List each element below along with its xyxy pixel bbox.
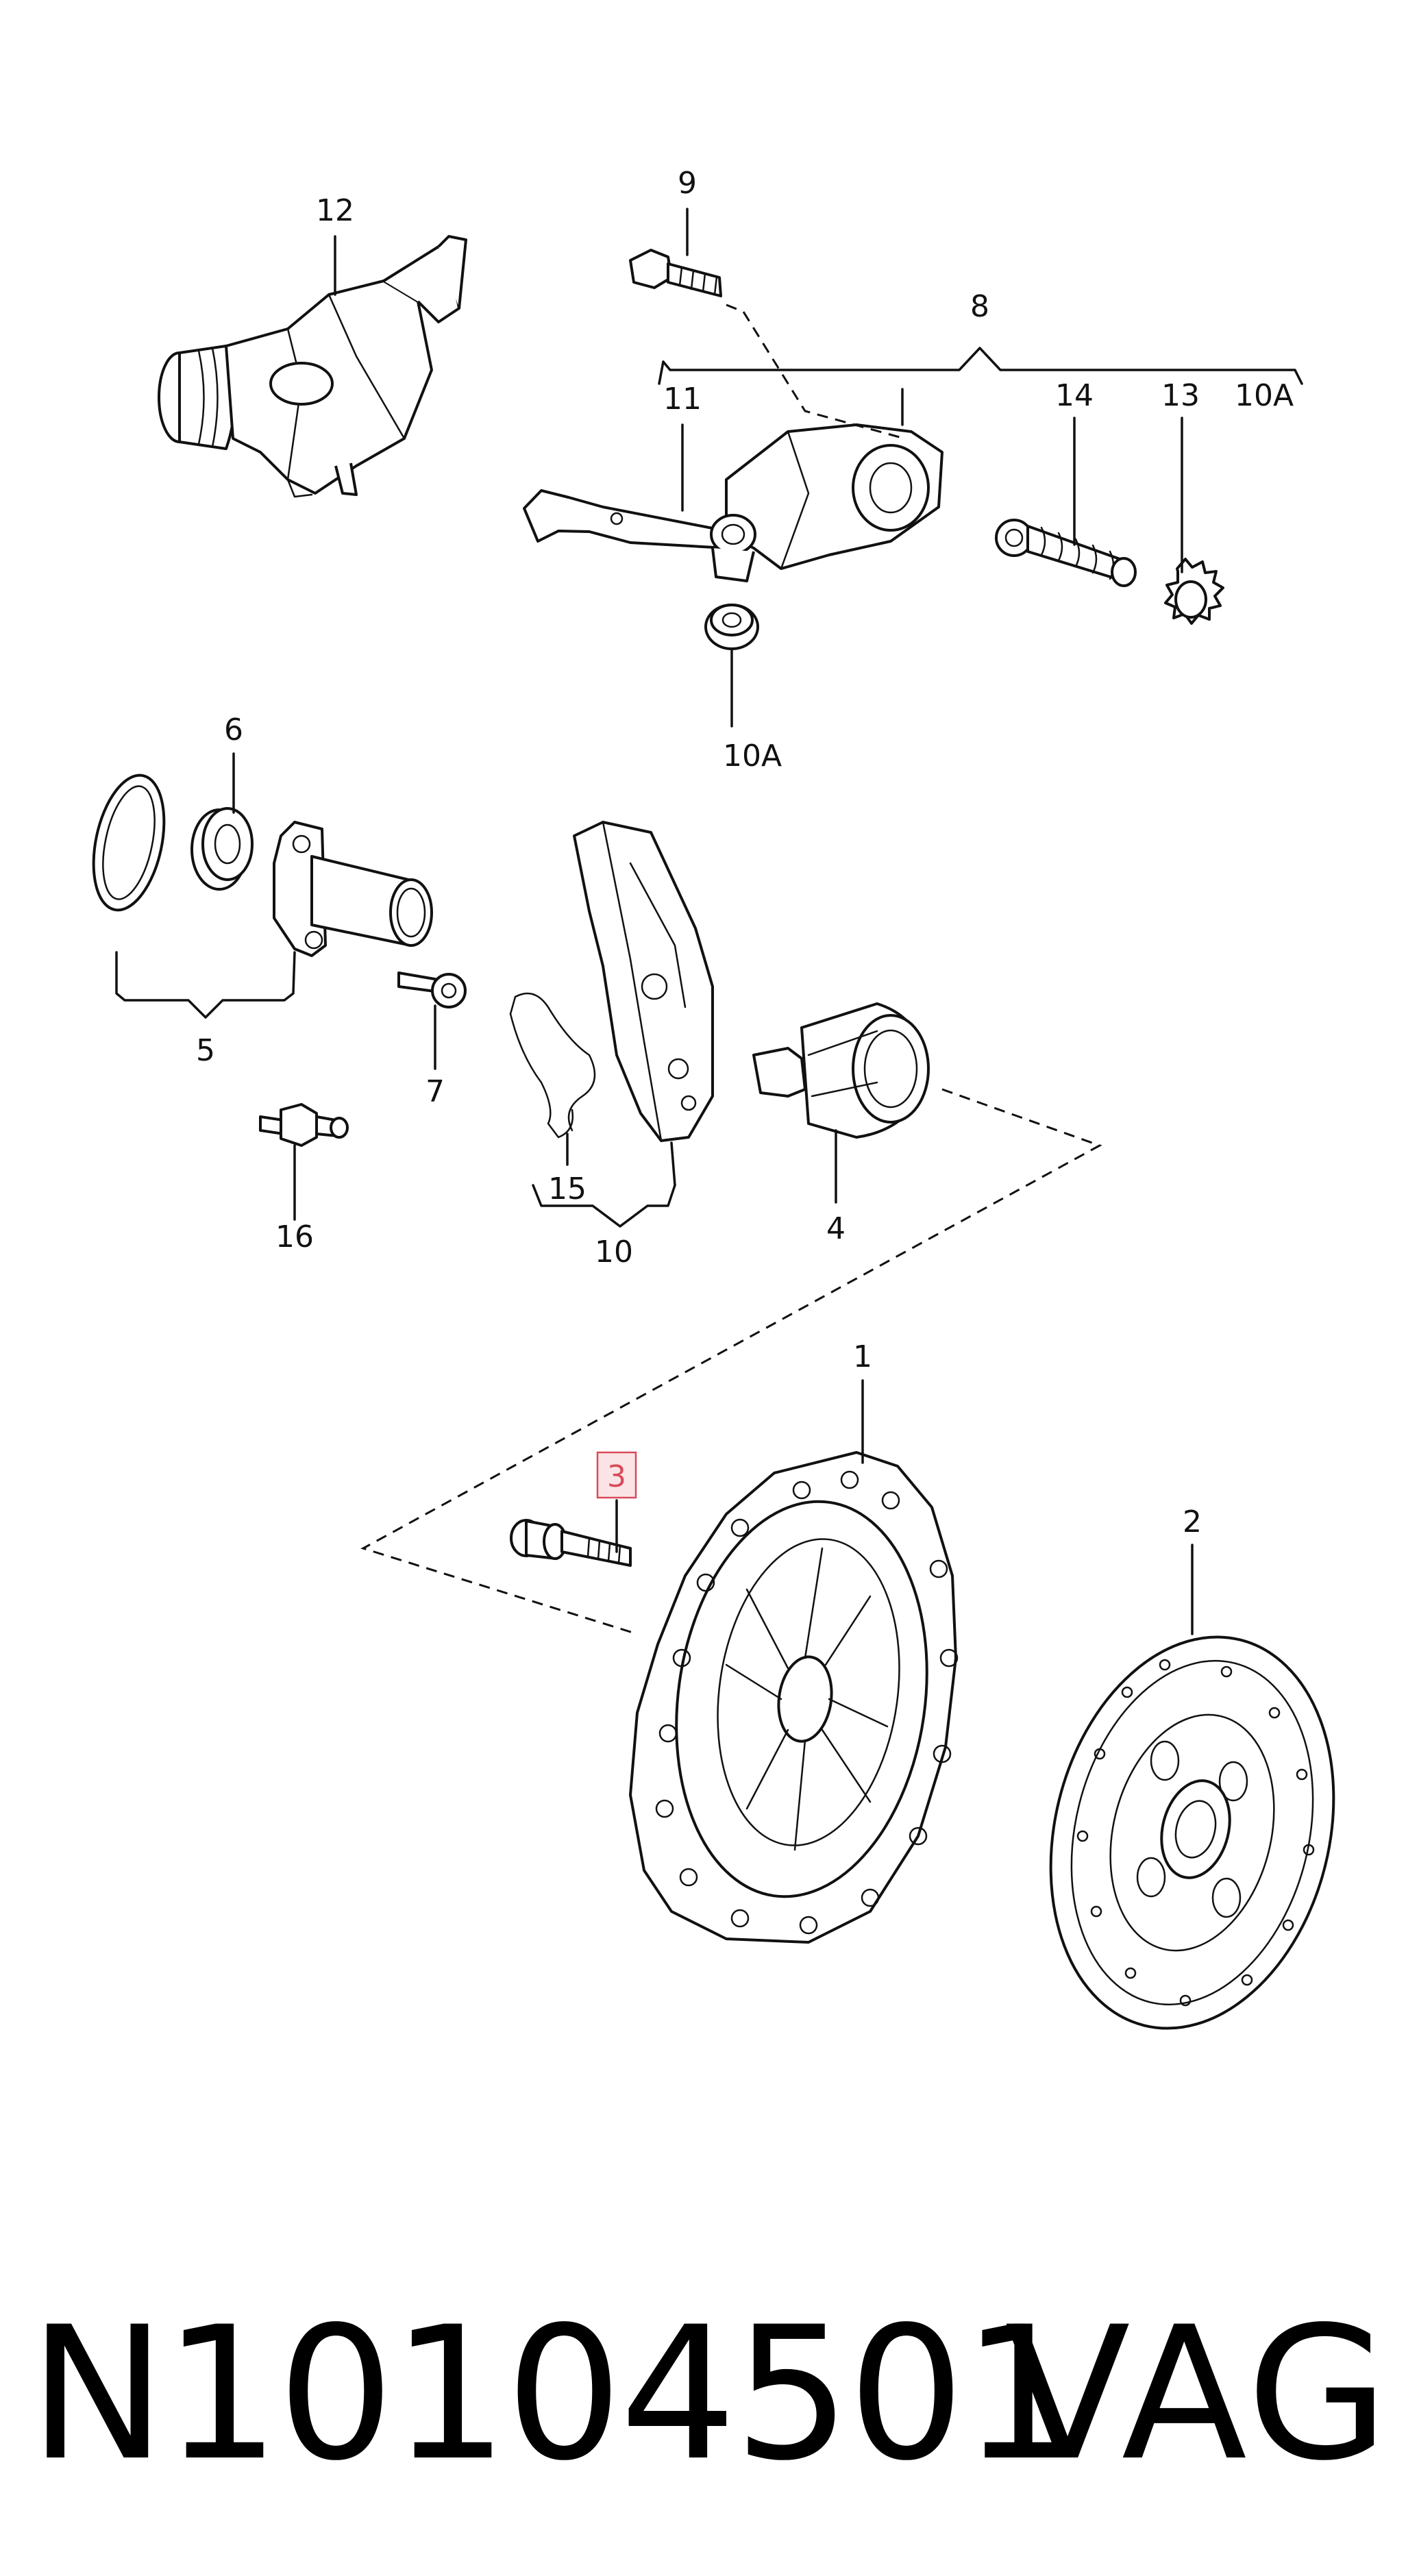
callout-labels: 12 9 8 11 14 13 10A 10A 6 5 7 15 10 16 4…	[196, 166, 1294, 1539]
callout-13: 13	[1161, 378, 1200, 413]
callout-1: 1	[853, 1339, 872, 1374]
callout-10a-bottom: 10A	[723, 739, 782, 773]
part-7-bolt	[397, 971, 467, 1008]
callout-7: 7	[425, 1074, 445, 1109]
callout-15: 15	[548, 1172, 587, 1206]
callout-4: 4	[826, 1211, 846, 1246]
part-4-release-bearing	[752, 1002, 930, 1139]
part-2-clutch-disc	[1049, 1635, 1335, 2030]
callout-11: 11	[663, 382, 702, 417]
part-6-seal	[190, 807, 254, 891]
callout-3-highlight	[596, 1451, 637, 1499]
part-11-release-bracket	[523, 423, 943, 582]
part-12-clutch-fork-assembly	[158, 235, 467, 498]
callout-2: 2	[1183, 1504, 1202, 1539]
assembly-dashed-lines	[360, 304, 1102, 1635]
part-10a-roller	[704, 604, 759, 650]
callout-6: 6	[224, 713, 243, 747]
part-16-stud-bolt	[259, 1103, 349, 1147]
part-3-bolt	[510, 1519, 632, 1567]
part-number: N10104501	[29, 2288, 1079, 2501]
clutch-exploded-diagram: 12 9 8 11 14 13 10A 10A 6 5 7 15 10 16 4…	[92, 166, 1335, 2030]
part-10-release-lever	[573, 821, 714, 1142]
part-9-bolt	[629, 249, 722, 297]
callout-10a-top: 10A	[1235, 378, 1294, 413]
part-15-spring-clip	[509, 992, 596, 1139]
brand-name: VAG	[1004, 2288, 1392, 2501]
part-5-guide-sleeve-kit	[92, 773, 433, 957]
part-14-pivot-bolt	[995, 519, 1137, 587]
callout-5: 5	[196, 1033, 215, 1068]
caption-bar: N10104501 VAG	[0, 2281, 1419, 2507]
callout-12: 12	[316, 193, 354, 228]
part-13-lock-washer	[1164, 558, 1224, 625]
callout-8: 8	[970, 289, 989, 324]
part-1-pressure-plate	[629, 1451, 959, 1944]
callout-14: 14	[1055, 378, 1094, 413]
leader-lines	[115, 208, 1303, 1635]
callout-3: 3	[607, 1459, 626, 1494]
callout-16: 16	[275, 1219, 314, 1254]
callout-10: 10	[595, 1235, 633, 1270]
callout-9: 9	[678, 166, 697, 201]
